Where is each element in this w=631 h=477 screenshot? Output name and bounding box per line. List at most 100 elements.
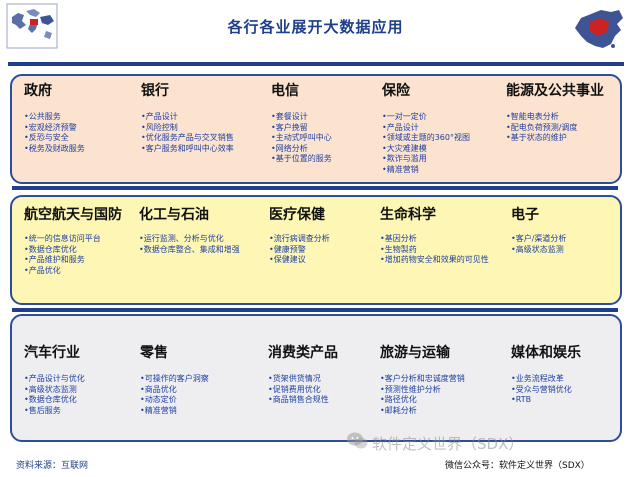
list-item: •产品设计 — [382, 122, 419, 132]
list-item: •客户分析和忠诚度营销 — [380, 374, 465, 383]
list-item: •反恐与安全 — [24, 133, 69, 142]
list-item: •动态定价 — [140, 395, 177, 404]
column-travel-transport: 旅游与运输 •客户分析和忠诚度营销 •预测性维护分析 •路径优化 •邮耗分析 — [380, 344, 465, 416]
column-title: 电子 — [511, 207, 539, 223]
column-retail: 零售 •可操作的客户洞察 •商品优化 •动态定价 •精准营销 — [140, 344, 209, 416]
list-item: •一对一定价 — [382, 112, 427, 121]
list-item: •大灾难建模 — [382, 143, 427, 153]
item-list: •可操作的客户洞察 •商品优化 •动态定价 •精准营销 — [140, 374, 209, 416]
list-item: •客户挽留 — [271, 122, 308, 132]
item-list: •流行病调查分析 •健康预警 •保健建议 — [269, 234, 330, 266]
list-item: •预测性维护分析 — [380, 384, 441, 394]
column-title: 银行 — [141, 83, 169, 99]
column-aerospace-defense: 航空航天与国防 •统一的信息访问平台 •数据仓库优化 •产品维护和服务 •产品优… — [24, 206, 122, 276]
item-list: •客户分析和忠诚度营销 •预测性维护分析 •路径优化 •邮耗分析 — [380, 374, 465, 416]
list-item: •流行病调查分析 — [269, 234, 330, 243]
column-electronics: 电子 •客户/渠道分析 •高级状态监测 — [511, 206, 583, 255]
column-insurance: 保险 •一对一定价 •产品设计 •领域或主题的360°视图 •大灾难建模 •欺诈… — [382, 82, 470, 175]
list-item: •主动式呼叫中心 — [271, 133, 332, 142]
list-item: •货架供货情况 — [268, 374, 321, 383]
column-title: 生命科学 — [380, 207, 436, 223]
list-item: •促销费用优化 — [268, 384, 321, 394]
list-item: •高级状态监测 — [24, 384, 77, 394]
list-item: •套餐设计 — [271, 112, 308, 121]
list-item: •配电负荷预测/调度 — [506, 122, 578, 132]
column-title: 政府 — [24, 83, 52, 99]
list-item: •公共服务 — [24, 112, 61, 121]
item-list: •产品设计与优化 •高级状态监测 •数据仓库优化 •售后服务 — [24, 374, 106, 416]
item-list: •产品设计 •风险控制 •优化服务产品与交叉销售 •客户服务和呼叫中心效率 — [141, 112, 234, 154]
column-title: 能源及公共事业 — [506, 83, 604, 99]
list-item: •高级状态监测 — [511, 244, 564, 254]
panel-aerospace-electronics: 航空航天与国防 •统一的信息访问平台 •数据仓库优化 •产品维护和服务 •产品优… — [10, 195, 622, 305]
list-item: •网络分析 — [271, 143, 308, 153]
divider — [12, 308, 618, 312]
list-item: •基于位置的服务 — [271, 154, 332, 163]
list-item: •宏观经济预警 — [24, 122, 77, 132]
column-media-entertainment: 媒体和娱乐 •业务流程改革 •受众与营销优化 •RTB — [511, 344, 581, 406]
list-item: •RTB — [511, 395, 532, 404]
list-item: •商品销售合规性 — [268, 395, 329, 404]
column-title: 媒体和娱乐 — [511, 345, 581, 361]
column-chemicals-oil: 化工与石油 •运行监测、分析与优化 •数据仓库整合、集成和增强 — [139, 206, 251, 255]
item-list: •客户/渠道分析 •高级状态监测 — [511, 234, 583, 255]
list-item: •售后服务 — [24, 405, 61, 415]
list-item: •业务流程改革 — [511, 374, 564, 383]
list-item: •精准营销 — [382, 164, 419, 174]
item-list: •业务流程改革 •受众与营销优化 •RTB — [511, 374, 581, 406]
list-item: •基因分析 — [380, 234, 417, 243]
panel-automotive-media: 汽车行业 •产品设计与优化 •高级状态监测 •数据仓库优化 •售后服务 零售 •… — [10, 314, 622, 442]
header-rule — [8, 62, 624, 66]
column-title: 航空航天与国防 — [24, 207, 122, 223]
item-list: •套餐设计 •客户挽留 •主动式呼叫中心 •网络分析 •基于位置的服务 — [271, 112, 332, 165]
column-title: 电信 — [271, 83, 299, 99]
list-item: •数据仓库优化 — [24, 244, 77, 254]
column-government: 政府 •公共服务 •宏观经济预警 •反恐与安全 •税务及财政服务 — [24, 82, 85, 154]
column-telecom: 电信 •套餐设计 •客户挽留 •主动式呼叫中心 •网络分析 •基于位置的服务 — [271, 82, 332, 165]
list-item: •健康预警 — [269, 244, 306, 254]
column-title: 消费类产品 — [268, 345, 338, 361]
column-title: 旅游与运输 — [380, 345, 450, 361]
world-map-icon — [6, 3, 58, 49]
column-healthcare: 医疗保健 •流行病调查分析 •健康预警 •保健建议 — [269, 206, 330, 266]
china-map-icon — [575, 10, 623, 48]
column-title: 保险 — [382, 83, 410, 99]
wechat-account: 微信公众号：软件定义世界（SDX） — [445, 461, 590, 471]
item-list: •货架供货情况 •促销费用优化 •商品销售合规性 — [268, 374, 338, 406]
item-list: •运行监测、分析与优化 •数据仓库整合、集成和增强 — [139, 234, 251, 255]
source-note: 资料来源：互联网 — [16, 461, 89, 471]
list-item: •受众与营销优化 — [511, 384, 572, 394]
list-item: •运行监测、分析与优化 — [139, 234, 224, 243]
column-life-sciences: 生命科学 •基因分析 •生物製药 •增加药物安全和效果的可见性 — [380, 206, 504, 266]
list-item: •精准营销 — [140, 405, 177, 415]
list-item: •路径优化 — [380, 395, 417, 404]
column-banking: 银行 •产品设计 •风险控制 •优化服务产品与交叉销售 •客户服务和呼叫中心效率 — [141, 82, 234, 154]
list-item: •数据仓库整合、集成和增强 — [139, 244, 240, 254]
list-item: •产品优化 — [24, 265, 61, 275]
list-item: •优化服务产品与交叉销售 — [141, 133, 234, 142]
list-item: •邮耗分析 — [380, 405, 417, 415]
list-item: •产品设计 — [141, 112, 178, 121]
column-consumer-products: 消费类产品 •货架供货情况 •促销费用优化 •商品销售合规性 — [268, 344, 338, 406]
list-item: •税务及财政服务 — [24, 143, 85, 153]
list-item: •风险控制 — [141, 122, 178, 132]
item-list: •一对一定价 •产品设计 •领域或主题的360°视图 •大灾难建模 •欺诈与滥用… — [382, 112, 470, 175]
list-item: •产品设计与优化 — [24, 374, 85, 383]
list-item: •客户服务和呼叫中心效率 — [141, 143, 234, 153]
list-item: •生物製药 — [380, 244, 417, 254]
list-item: •统一的信息访问平台 — [24, 234, 101, 243]
item-list: •智能电表分析 •配电负荷预测/调度 •基于状态的维护 — [506, 112, 604, 144]
list-item: •欺诈与滥用 — [382, 154, 427, 163]
list-item: •数据仓库优化 — [24, 395, 77, 404]
list-item: •领域或主题的360°视图 — [382, 133, 470, 142]
item-list: •基因分析 •生物製药 •增加药物安全和效果的可见性 — [380, 234, 504, 266]
column-energy-utilities: 能源及公共事业 •智能电表分析 •配电负荷预测/调度 •基于状态的维护 — [506, 82, 604, 144]
list-item: •保健建议 — [269, 255, 306, 264]
divider — [12, 186, 618, 190]
column-automotive: 汽车行业 •产品设计与优化 •高级状态监测 •数据仓库优化 •售后服务 — [24, 344, 106, 416]
watermark-text: 软件定义世界（SDX） — [372, 435, 524, 453]
column-title: 汽车行业 — [24, 345, 80, 361]
panel-government-finance: 政府 •公共服务 •宏观经济预警 •反恐与安全 •税务及财政服务 银行 •产品设… — [10, 74, 622, 184]
page-title: 各行各业展开大数据应用 — [227, 18, 404, 36]
